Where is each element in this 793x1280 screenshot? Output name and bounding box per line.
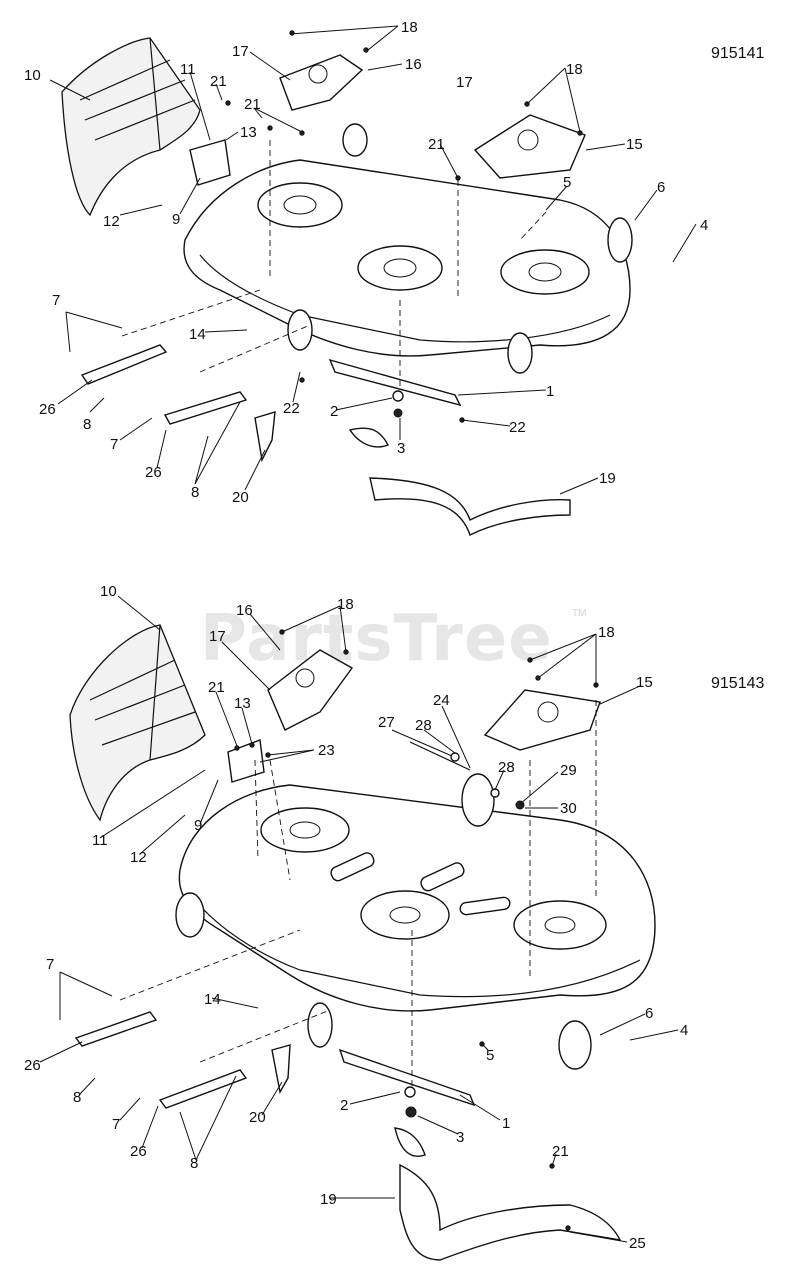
callout-label: 28 (415, 717, 432, 734)
callout-label: 18 (598, 624, 615, 641)
callout-label: 6 (657, 179, 666, 196)
callout-label: 26 (145, 464, 162, 481)
callout-label: 23 (318, 742, 335, 759)
callout-label: 21 (428, 136, 445, 153)
figure-2-code: 915143 (711, 675, 765, 692)
callout-label: 8 (83, 416, 92, 433)
callout-label: 7 (46, 956, 55, 973)
callout-label: 25 (629, 1235, 646, 1252)
callout-label: 5 (486, 1047, 495, 1064)
grass-deflector (61, 37, 201, 217)
callout-label: 17 (232, 43, 249, 60)
callout-label: 24 (433, 692, 450, 709)
callout-label: 6 (645, 1005, 654, 1022)
callout-label: 27 (378, 714, 395, 731)
belt-cover-right (473, 114, 586, 179)
callout-label: 7 (52, 292, 61, 309)
callout-label: 16 (405, 56, 422, 73)
figure-2-drawing (39, 595, 679, 1261)
callout-label: 12 (130, 849, 147, 866)
callout-label: 28 (498, 759, 515, 776)
callout-label: 21 (244, 96, 261, 113)
figure-1-drawing (49, 25, 697, 536)
callout-label: 21 (552, 1143, 569, 1160)
callout-label: 18 (401, 19, 418, 36)
callout-label: 11 (92, 832, 108, 849)
callout-label: 18 (566, 61, 583, 78)
callout-label: 21 (208, 679, 225, 696)
callout-label: 1 (502, 1115, 511, 1132)
blade-2 (338, 1048, 476, 1107)
callout-label: 22 (509, 419, 526, 436)
callout-label: 8 (190, 1155, 199, 1172)
callout-label: 26 (39, 401, 56, 418)
callout-label: 12 (103, 213, 120, 230)
callout-label: 13 (234, 695, 251, 712)
callout-label: 15 (626, 136, 643, 153)
callout-label: 3 (397, 440, 406, 457)
callout-label: 17 (456, 74, 473, 91)
watermark: PartsTree (200, 602, 553, 676)
callout-label: 4 (680, 1022, 689, 1039)
callout-label: 9 (172, 211, 181, 228)
blade (328, 358, 462, 407)
callout-label: 10 (24, 67, 41, 84)
callout-label: 15 (636, 674, 653, 691)
callout-label: 16 (236, 602, 253, 619)
callout-label: 19 (320, 1191, 337, 1208)
callout-label: 7 (110, 436, 119, 453)
callout-label: 26 (130, 1143, 147, 1160)
baffle-2 (399, 1163, 622, 1261)
watermark-trademark: TM (572, 608, 587, 619)
deflector-bracket (189, 139, 231, 186)
callout-label: 18 (337, 596, 354, 613)
callout-label: 26 (24, 1057, 41, 1074)
callout-label: 29 (560, 762, 577, 779)
callout-label: 17 (209, 628, 226, 645)
callout-label: 2 (330, 403, 339, 420)
callout-label: 2 (340, 1097, 349, 1114)
callout-label: 8 (191, 484, 200, 501)
callout-label: 20 (249, 1109, 266, 1126)
callout-label: 9 (194, 817, 203, 834)
callout-label: 3 (456, 1129, 465, 1146)
callout-label: 14 (204, 991, 221, 1008)
figure-1-code: 915141 (711, 45, 765, 62)
gauge-wheel (342, 123, 368, 157)
callout-label: 1 (546, 383, 555, 400)
callout-label: 20 (232, 489, 249, 506)
callout-label: 11 (180, 61, 196, 78)
callout-label: 8 (73, 1089, 82, 1106)
callout-label: 5 (563, 174, 572, 191)
callout-label: 7 (112, 1116, 121, 1133)
belt-cover-left-2 (267, 649, 354, 731)
callout-label: 19 (599, 470, 616, 487)
callout-label: 4 (700, 217, 709, 234)
callout-label: 13 (240, 124, 257, 141)
grass-deflector-2 (69, 624, 206, 822)
callout-label: 22 (283, 400, 300, 417)
gauge-wheel-2 (461, 773, 495, 827)
callout-label: 30 (560, 800, 577, 817)
callout-label: 14 (189, 326, 206, 343)
callout-label: 10 (100, 583, 117, 600)
baffle (369, 477, 571, 536)
callout-label: 21 (210, 73, 227, 90)
